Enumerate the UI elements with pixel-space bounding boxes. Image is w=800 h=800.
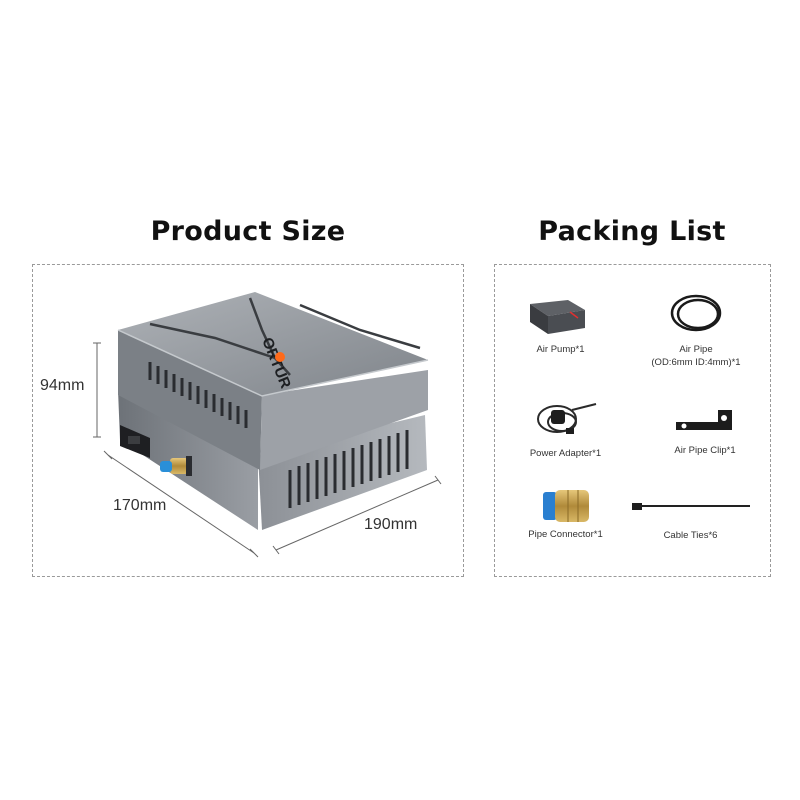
packing-item-label: Power Adapter*1 [529,448,602,459]
power-adapter-icon [537,403,597,434]
height-dimension: 94mm [40,377,85,394]
packing-item-label-line1: Air Pipe [679,344,713,355]
packing-item-label: Air Pump*1 [536,344,585,355]
packing-item-label: Air Pipe Clip*1 [674,445,736,456]
product-size-heading: Product Size [150,216,346,247]
packing-item-label: Cable Ties*6 [663,530,718,541]
side-vents-upper [148,362,248,428]
cable-ties-icon [632,503,750,510]
pipe-connector-icon [543,490,589,522]
packing-item-label: Air Pipe (OD:6mm ID:4mm)*1 [628,343,764,369]
logo-accent [275,352,285,362]
air-pipe-icon [670,294,722,332]
air-outlet-fitting [160,456,192,476]
packing-list-heading: Packing List [538,216,726,247]
packing-item-label: Pipe Connector*1 [528,529,603,540]
pipe-clip-icon [676,410,732,430]
width-dimension: 190mm [364,516,418,533]
front-vents-lower [288,430,409,508]
depth-dimension: 170mm [113,497,167,514]
packing-item-label-line2: (OD:6mm ID:4mm)*1 [651,357,741,368]
dimension-lines [93,342,442,558]
air-pump-icon [530,300,585,334]
air-pump-device-image: ORTUR [117,292,429,530]
